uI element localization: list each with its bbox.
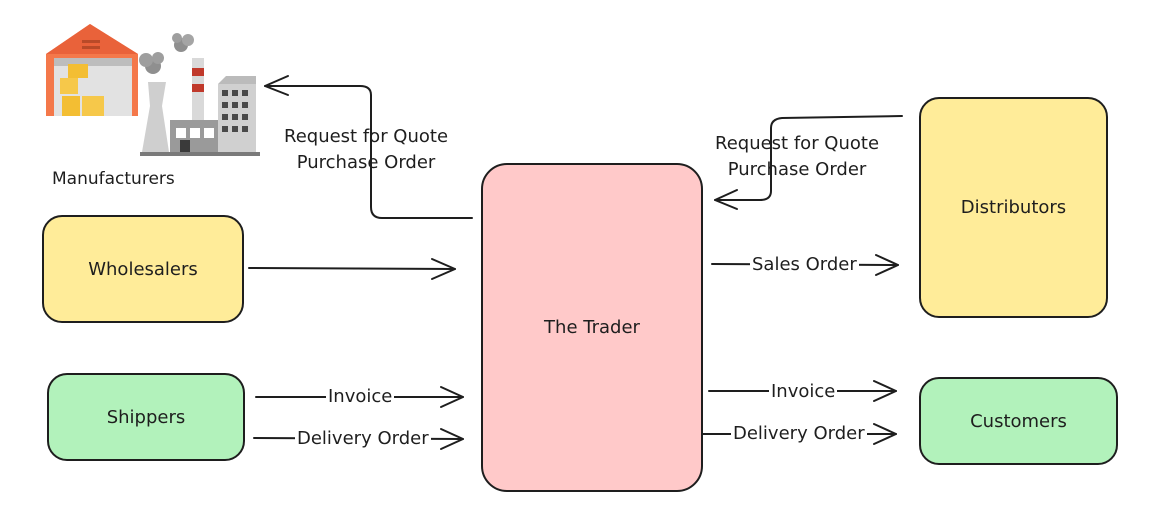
arrowhead-shippers-delivery	[440, 428, 464, 450]
distributors-node[interactable]: Distributors	[919, 97, 1108, 318]
wholesalers-label: Wholesalers	[88, 258, 198, 280]
edge-label-sales-order: Sales Order	[750, 254, 859, 275]
edge-label-shippers-invoice: Invoice	[326, 386, 395, 407]
factory-warehouse-icon	[46, 24, 260, 156]
arrowhead-manufacturers	[264, 75, 289, 96]
customers-node[interactable]: Customers	[919, 377, 1118, 465]
arrowhead-shippers-invoice	[440, 386, 464, 408]
edge-label-customers-invoice: Invoice	[769, 381, 838, 402]
manufacturers-label: Manufacturers	[52, 169, 175, 189]
arrow-distributors-to-trader	[714, 115, 903, 201]
arrowhead-trader-delivery	[873, 423, 897, 445]
edge-label-line-rfq: Request for Quote	[715, 133, 880, 154]
edge-label-line-rfq: Request for Quote	[284, 126, 449, 147]
wholesalers-node[interactable]: Wholesalers	[42, 215, 244, 323]
edge-label-customers-delivery: Delivery Order	[731, 423, 867, 444]
edge-label-trader-to-manufacturers: Request for Quote Purchase Order	[284, 124, 448, 176]
arrowhead-trader-invoice	[873, 380, 897, 402]
trader-node[interactable]: The Trader	[481, 163, 703, 492]
edge-label-shippers-delivery: Delivery Order	[295, 428, 431, 449]
shippers-node[interactable]: Shippers	[47, 373, 245, 461]
distributors-label: Distributors	[960, 197, 1067, 218]
arrowhead-wholesalers	[431, 258, 456, 280]
edge-label-distributors-to-trader: Request for Quote Purchase Order	[715, 131, 879, 183]
customers-label: Customers	[970, 410, 1067, 432]
arrowhead-sales-order	[875, 254, 899, 276]
edge-label-line-po: Purchase Order	[727, 159, 867, 180]
shippers-label: Shippers	[106, 406, 186, 428]
arrowhead-trader-top-right	[714, 189, 738, 210]
edge-label-line-po: Purchase Order	[296, 152, 436, 173]
arrow-trader-to-manufacturers	[264, 85, 473, 219]
arrow-wholesalers-to-trader	[248, 267, 456, 270]
trader-label: The Trader	[544, 317, 640, 338]
